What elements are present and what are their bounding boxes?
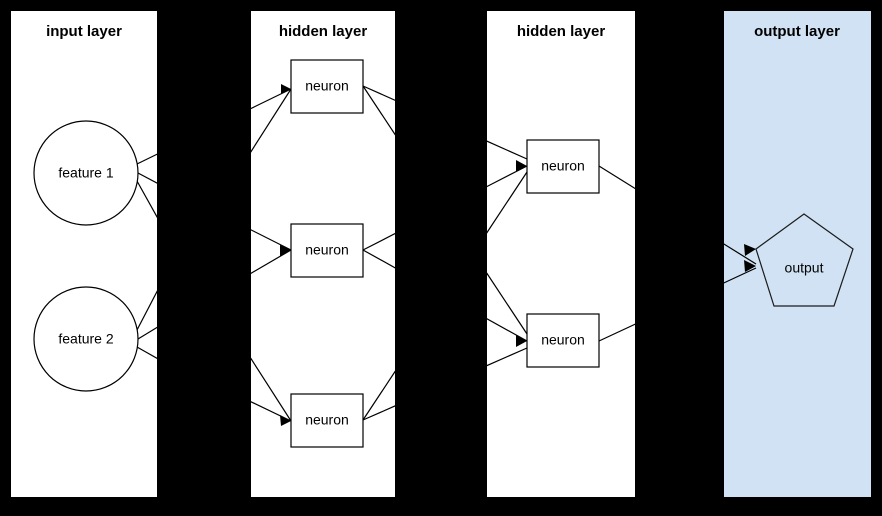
edge-h1n1-to-h2n2 (362, 85, 395, 136)
edges-leaving-hidden-layer-2 (598, 165, 635, 342)
edge-h2n2-to-output-seg (724, 267, 757, 284)
node-output[interactable]: output (755, 213, 854, 307)
edge-h2n1-to-output-seg (724, 243, 757, 265)
node-feature-1[interactable]: feature 1 (33, 120, 139, 226)
arrowhead-into-output (744, 260, 756, 272)
title-hidden-layer-2: hidden layer (517, 23, 606, 40)
title-hidden-layer-1: hidden layer (279, 23, 368, 40)
hidden1-neuron-1-box[interactable] (290, 59, 364, 114)
node-hidden1-neuron-3[interactable]: neuron (290, 393, 364, 448)
node-hidden1-neuron-1[interactable]: neuron (290, 59, 364, 114)
hidden1-neuron-3-label: neuron (305, 412, 349, 428)
layer-panels (11, 11, 871, 497)
output-label: output (785, 260, 824, 276)
hidden1-neuron-1-label: neuron (305, 78, 349, 94)
edge-feature2-to-neuron2-seg (251, 249, 292, 274)
edge-h2n2-to-output (598, 323, 635, 342)
edge-h2n1-to-output (598, 165, 635, 190)
edge-h1n3-to-h2n1 (362, 370, 395, 421)
edge-h1n2-to-h2n2-seg (487, 318, 528, 342)
edge-h1n1-to-h2n1 (362, 85, 395, 101)
edge-h1n3-to-h2n2 (362, 405, 395, 421)
arrowhead-into-h1-neuron3 (280, 415, 291, 426)
feature-1-circle[interactable] (33, 120, 139, 226)
edge-feature1-to-neuron2-seg (251, 229, 292, 251)
node-hidden2-neuron-1[interactable]: neuron (526, 139, 600, 194)
node-hidden2-neuron-2[interactable]: neuron (526, 313, 600, 368)
node-hidden1-neuron-2[interactable]: neuron (290, 223, 364, 278)
edges-entering-output-layer (724, 243, 757, 284)
title-output-layer: output layer (754, 23, 840, 40)
feature-1-label: feature 1 (58, 165, 113, 181)
node-feature-2[interactable]: feature 2 (33, 286, 139, 392)
arrowhead-into-h1-neuron1 (281, 84, 291, 94)
panel-input-layer[interactable] (11, 11, 157, 497)
arrowhead-into-h1-neuron2 (280, 245, 291, 256)
edge-feature2-to-neuron2 (137, 326, 157, 340)
arrowhead-into-output-top (744, 244, 756, 256)
edge-h1n3-to-h2n2-seg (487, 347, 528, 367)
edges-entering-hidden-layer-1 (251, 84, 292, 426)
edge-h1n2-to-h2n1 (362, 232, 395, 251)
feature-2-circle[interactable] (33, 286, 139, 392)
edge-feature2-to-neuron3-seg (251, 401, 292, 422)
edge-feature1-to-neuron2 (137, 172, 157, 184)
hidden2-neuron-2-box[interactable] (526, 313, 600, 368)
arrowhead-into-h2-neuron2 (516, 335, 527, 347)
hidden2-neuron-1-label: neuron (541, 158, 585, 174)
title-input-layer: input layer (46, 23, 122, 40)
edge-feature1-to-neuron1-seg (251, 88, 292, 110)
edge-feature1-to-neuron3-seg (251, 357, 292, 422)
panel-hidden-layer-2[interactable] (487, 11, 635, 497)
edge-h1n1-to-h2n1-seg (487, 140, 528, 160)
edges-leaving-hidden-layer-1 (362, 85, 395, 421)
edges-entering-hidden-layer-2 (487, 140, 528, 367)
hidden1-neuron-2-label: neuron (305, 242, 349, 258)
edge-feature2-to-neuron1-seg (251, 88, 292, 153)
hidden2-neuron-1-box[interactable] (526, 139, 600, 194)
output-pentagon[interactable] (755, 213, 854, 307)
hidden2-neuron-2-label: neuron (541, 332, 585, 348)
feature-2-label: feature 2 (58, 331, 113, 347)
edge-h1n3-to-h2n1-seg (487, 171, 528, 234)
arrowhead-into-h2-neuron1 (516, 160, 527, 172)
edge-h1n2-to-h2n2 (362, 249, 395, 269)
edge-h1n2-to-h2n1-seg (487, 165, 528, 188)
edge-h1n1-to-h2n2-seg (487, 272, 528, 335)
hidden1-neuron-3-box[interactable] (290, 393, 364, 448)
hidden1-neuron-2-box[interactable] (290, 223, 364, 278)
